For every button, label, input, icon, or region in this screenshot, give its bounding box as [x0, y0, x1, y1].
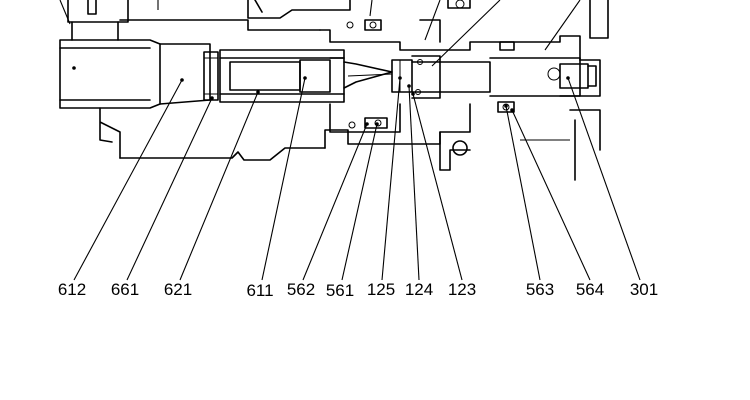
callout-564: 564	[576, 280, 604, 299]
spring-housing-621	[219, 49, 345, 103]
callout-123: 123	[448, 280, 476, 299]
callout-612: 612	[58, 280, 86, 299]
callout-561: 561	[326, 281, 354, 300]
callout-labels: 612 661 621 611 562 561 125 124 123 563 …	[58, 280, 658, 300]
o-rings	[346, 19, 515, 129]
callout-563: 563	[526, 280, 554, 299]
callout-611: 611	[246, 281, 273, 300]
callout-125: 125	[367, 280, 395, 299]
callout-621: 621	[164, 280, 192, 299]
callout-301: 301	[630, 280, 658, 299]
top-partial-parts	[59, 0, 609, 67]
callout-661: 661	[111, 280, 139, 299]
needle-poppet	[343, 59, 413, 93]
callout-562: 562	[287, 280, 315, 299]
leader-dots	[72, 66, 570, 126]
valve-body	[319, 19, 601, 181]
leader-lines	[73, 77, 641, 281]
adjuster-301	[547, 63, 597, 89]
left-cap-body	[59, 19, 326, 161]
seal-661-ring	[203, 51, 219, 101]
callout-124: 124	[405, 280, 433, 299]
